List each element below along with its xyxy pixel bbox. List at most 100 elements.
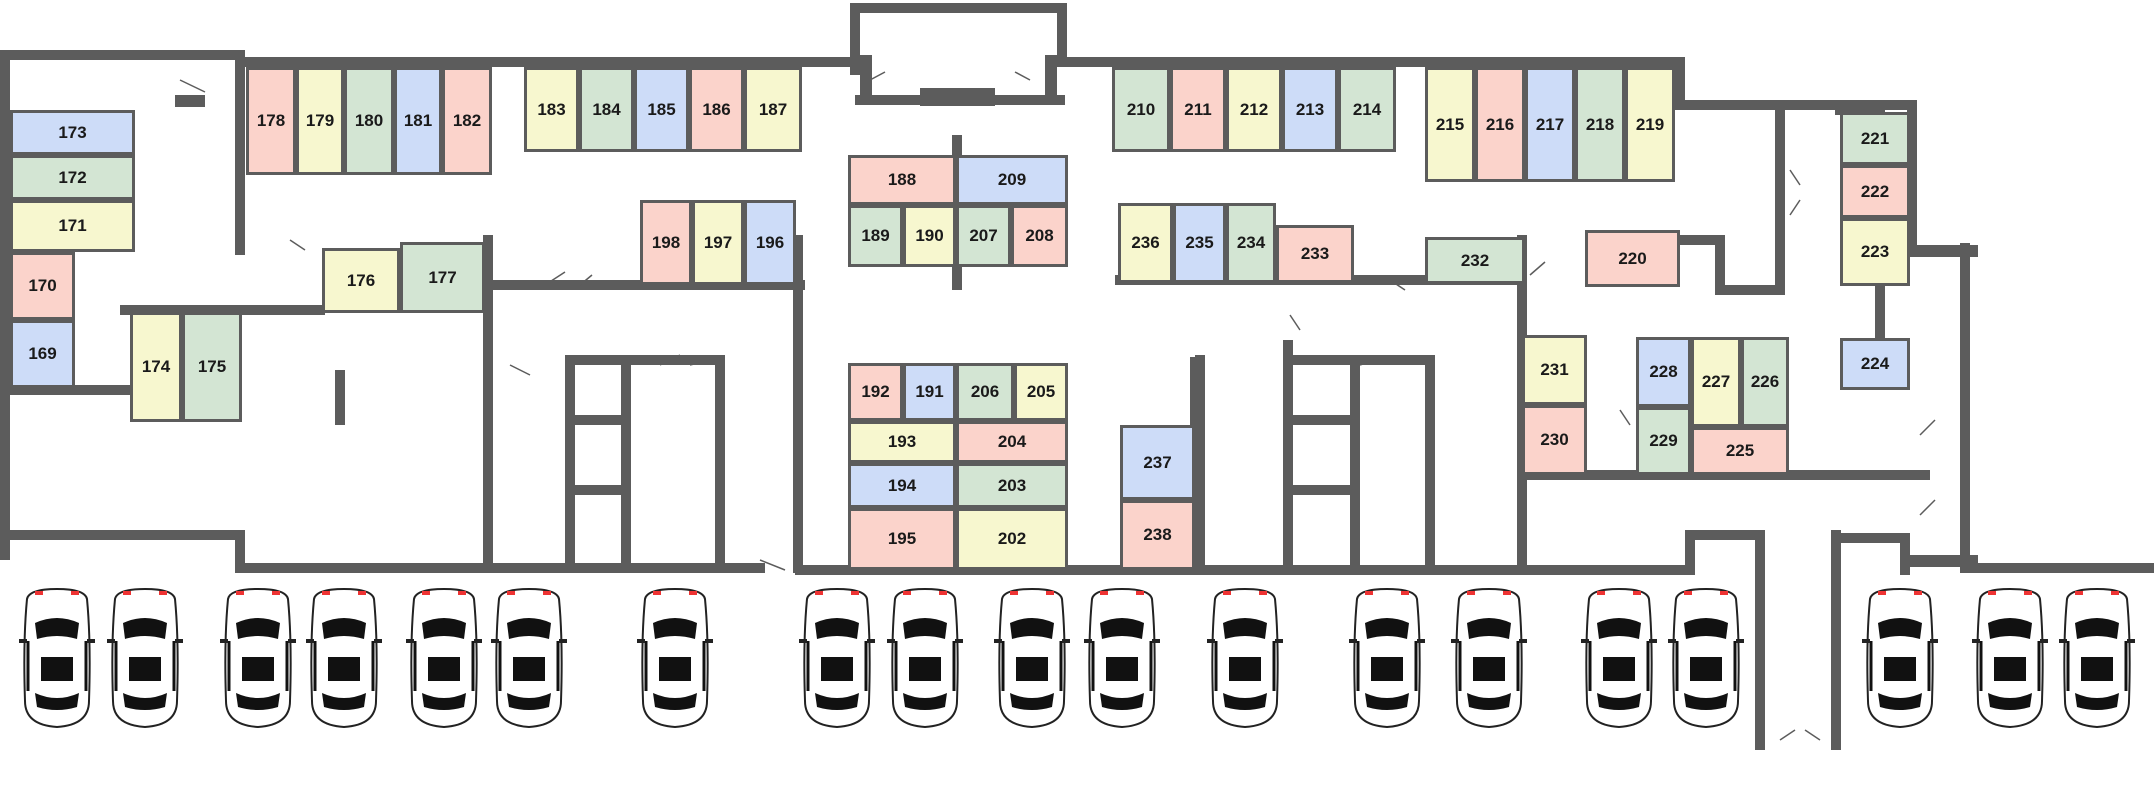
storage-unit-226[interactable]: 226 [1741,337,1789,427]
car-top-view-icon [218,587,298,729]
storage-unit-216[interactable]: 216 [1475,67,1525,182]
storage-unit-208[interactable]: 208 [1011,205,1068,267]
car-top-view-icon [1860,587,1940,729]
storage-unit-220[interactable]: 220 [1585,230,1680,287]
storage-unit-232[interactable]: 232 [1425,237,1525,284]
storage-unit-187[interactable]: 187 [744,67,802,152]
storage-unit-176[interactable]: 176 [322,248,400,313]
storage-unit-224[interactable]: 224 [1840,338,1910,390]
unit-number-label: 212 [1239,99,1269,119]
storage-unit-193[interactable]: 193 [848,421,956,463]
car-top-view-icon [1449,587,1529,729]
storage-unit-169[interactable]: 169 [10,320,75,388]
storage-unit-211[interactable]: 211 [1170,67,1226,152]
storage-unit-234[interactable]: 234 [1226,203,1276,283]
storage-unit-231[interactable]: 231 [1522,335,1587,405]
unit-number-label: 225 [1725,441,1755,460]
storage-unit-227[interactable]: 227 [1691,337,1741,427]
storage-unit-223[interactable]: 223 [1840,218,1910,286]
storage-unit-202[interactable]: 202 [956,508,1068,570]
unit-number-label: 196 [755,232,785,252]
unit-number-label: 204 [997,432,1027,451]
storage-unit-219[interactable]: 219 [1625,67,1675,182]
storage-unit-180[interactable]: 180 [344,67,394,175]
storage-unit-203[interactable]: 203 [956,463,1068,508]
storage-unit-171[interactable]: 171 [10,200,135,252]
storage-unit-197[interactable]: 197 [692,200,744,285]
storage-unit-198[interactable]: 198 [640,200,692,285]
storage-unit-221[interactable]: 221 [1840,112,1910,165]
storage-unit-238[interactable]: 238 [1120,500,1195,570]
car-top-view-icon [1579,587,1659,729]
door-swings [179,71,1936,741]
unit-number-label: 180 [354,111,384,130]
storage-unit-196[interactable]: 196 [744,200,796,285]
storage-unit-175[interactable]: 175 [182,312,242,422]
storage-unit-228[interactable]: 228 [1636,337,1691,407]
storage-unit-235[interactable]: 235 [1173,203,1226,283]
car-top-view-icon [2057,587,2137,729]
unit-number-label: 219 [1635,114,1665,134]
car-top-view-icon [1082,587,1162,729]
storage-unit-210[interactable]: 210 [1112,67,1170,152]
unit-number-label: 187 [758,99,788,119]
storage-unit-185[interactable]: 185 [634,67,689,152]
storage-unit-205[interactable]: 205 [1014,363,1068,421]
storage-unit-209[interactable]: 209 [956,155,1068,205]
storage-unit-230[interactable]: 230 [1522,405,1587,475]
parking-row [17,587,2137,729]
storage-unit-237[interactable]: 237 [1120,425,1195,500]
car-top-view-icon [1347,587,1427,729]
storage-unit-222[interactable]: 222 [1840,165,1910,218]
storage-unit-190[interactable]: 190 [903,205,956,267]
car-top-view-icon [17,587,97,729]
storage-unit-172[interactable]: 172 [10,155,135,200]
unit-number-label: 170 [28,276,57,295]
unit-number-label: 175 [197,357,227,376]
storage-unit-236[interactable]: 236 [1118,203,1173,283]
storage-unit-215[interactable]: 215 [1425,67,1475,182]
storage-unit-186[interactable]: 186 [689,67,744,152]
storage-unit-194[interactable]: 194 [848,463,956,508]
unit-number-label: 220 [1618,248,1647,268]
unit-number-label: 207 [969,226,998,245]
storage-unit-217[interactable]: 217 [1525,67,1575,182]
storage-unit-173[interactable]: 173 [10,110,135,155]
storage-unit-229[interactable]: 229 [1636,407,1691,475]
storage-unit-188[interactable]: 188 [848,155,956,205]
storage-unit-204[interactable]: 204 [956,421,1068,463]
unit-number-label: 229 [1649,431,1678,450]
unit-number-label: 214 [1352,99,1382,119]
storage-unit-181[interactable]: 181 [394,67,442,175]
storage-unit-174[interactable]: 174 [130,312,182,422]
unit-number-label: 224 [1860,354,1890,373]
storage-unit-191[interactable]: 191 [903,363,956,421]
unit-number-label: 227 [1701,372,1731,391]
car-top-view-icon [1970,587,2050,729]
storage-unit-184[interactable]: 184 [579,67,634,152]
storage-unit-177[interactable]: 177 [400,242,485,313]
unit-number-label: 182 [452,111,482,130]
storage-unit-170[interactable]: 170 [10,252,75,320]
storage-unit-207[interactable]: 207 [956,205,1011,267]
storage-unit-182[interactable]: 182 [442,67,492,175]
storage-unit-183[interactable]: 183 [524,67,579,152]
unit-number-label: 221 [1860,128,1890,148]
unit-number-label: 238 [1143,525,1172,544]
car-top-view-icon [404,587,484,729]
car-top-view-icon [885,587,965,729]
storage-unit-225[interactable]: 225 [1691,427,1789,475]
storage-unit-195[interactable]: 195 [848,508,956,570]
storage-unit-192[interactable]: 192 [848,363,903,421]
unit-number-label: 183 [537,99,566,119]
storage-unit-206[interactable]: 206 [956,363,1014,421]
storage-unit-233[interactable]: 233 [1276,225,1354,283]
storage-unit-178[interactable]: 178 [246,67,296,175]
storage-unit-179[interactable]: 179 [296,67,344,175]
storage-unit-212[interactable]: 212 [1226,67,1282,152]
storage-unit-189[interactable]: 189 [848,205,903,267]
storage-unit-214[interactable]: 214 [1338,67,1396,152]
storage-unit-218[interactable]: 218 [1575,67,1625,182]
unit-number-label: 236 [1131,233,1160,252]
storage-unit-213[interactable]: 213 [1282,67,1338,152]
